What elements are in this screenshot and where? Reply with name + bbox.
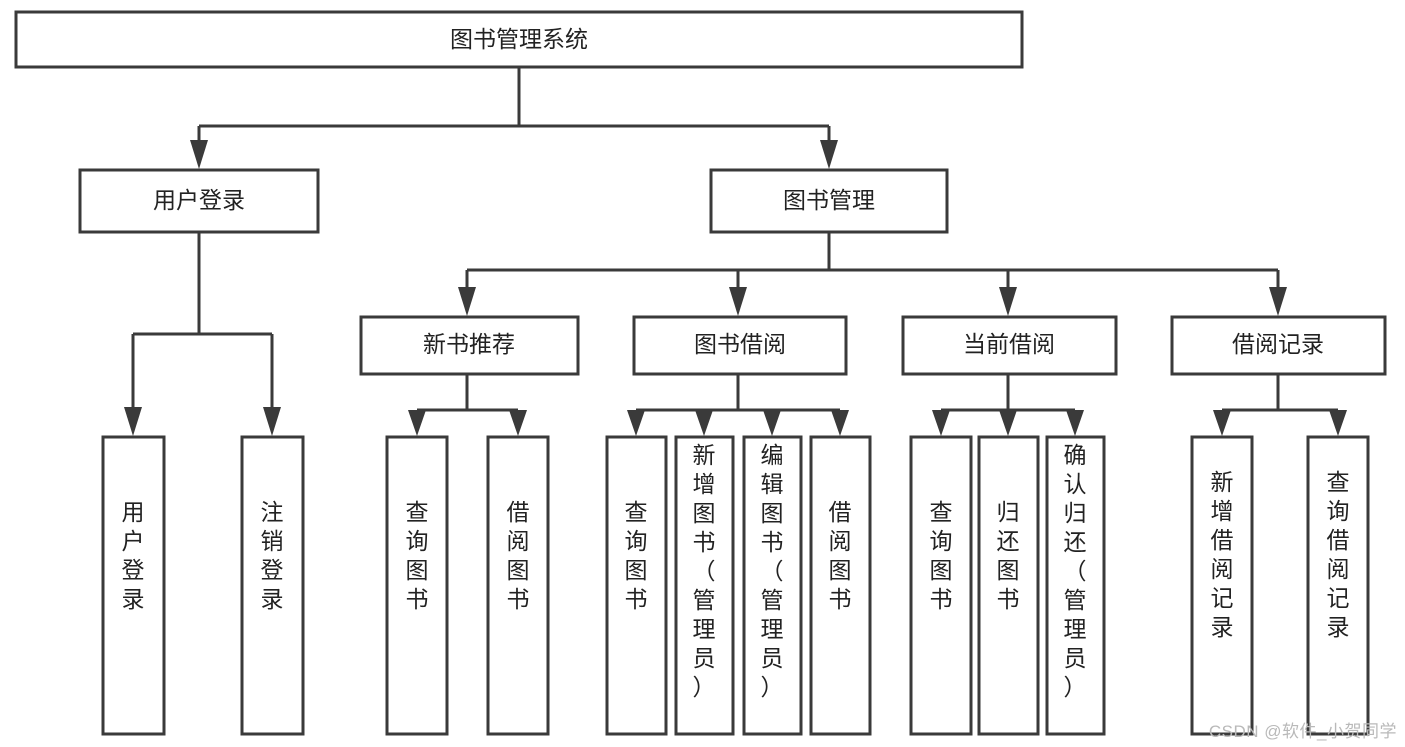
node-book-borrow[interactable]: 图书借阅	[632, 315, 848, 376]
node-leaf-query-book-2-label: 查询图书	[625, 499, 648, 612]
node-user-login-box[interactable]	[78, 168, 320, 234]
node-leaf-query-book-1-box[interactable]	[385, 435, 449, 736]
node-leaf-return-book-box[interactable]	[977, 435, 1040, 736]
arrow-head-new-book-rec	[458, 287, 476, 316]
node-borrow-record-label: 借阅记录	[1232, 331, 1324, 357]
arrow-head-leaf-borrow-book-2	[831, 410, 849, 436]
node-leaf-logout[interactable]: 注销登录	[240, 435, 305, 736]
node-leaf-query-book-3-label: 查询图书	[930, 499, 953, 612]
node-leaf-logout-box[interactable]	[240, 435, 305, 736]
connector-group-user-login	[124, 232, 281, 436]
node-leaf-query-book-3-box[interactable]	[909, 435, 973, 736]
node-leaf-add-record[interactable]: 新增借阅记录	[1190, 435, 1254, 736]
arrow-head-leaf-borrow-book-1	[509, 410, 527, 436]
arrow-head-leaf-query-book-3	[932, 410, 950, 436]
csdn-watermark: CSDN @软件_小贺同学	[1208, 722, 1397, 741]
node-new-book-rec-box[interactable]	[359, 315, 580, 376]
node-leaf-return-book[interactable]: 归还图书	[977, 435, 1040, 736]
node-leaf-query-record-box[interactable]	[1306, 435, 1370, 736]
node-leaf-borrow-book-1-label: 借阅图书	[507, 499, 530, 612]
node-leaf-add-record-label: 新增借阅记录	[1211, 469, 1234, 640]
node-leaf-borrow-book-2[interactable]: 借阅图书	[809, 435, 872, 736]
node-leaf-query-book-3[interactable]: 查询图书	[909, 435, 973, 736]
node-user-login-label: 用户登录	[153, 187, 245, 213]
node-leaf-borrow-book-1-box[interactable]	[486, 435, 550, 736]
node-leaf-borrow-book-2-box[interactable]	[809, 435, 872, 736]
node-leaf-query-record-label: 查询借阅记录	[1327, 469, 1350, 640]
node-leaf-confirm-return-label: 确认归还（管理员）	[1064, 442, 1087, 700]
arrow-head-borrow-record	[1269, 287, 1287, 316]
node-root[interactable]: 图书管理系统	[14, 10, 1024, 69]
node-user-login[interactable]: 用户登录	[78, 168, 320, 234]
node-leaf-edit-book-label: 编辑图书（管理员）	[761, 442, 784, 700]
node-current-borrow[interactable]: 当前借阅	[901, 315, 1118, 376]
arrow-head-leaf-logout	[263, 407, 281, 436]
node-leaf-return-book-label: 归还图书	[997, 499, 1020, 612]
node-book-manage-label: 图书管理	[783, 187, 875, 213]
node-current-borrow-box[interactable]	[901, 315, 1118, 376]
node-leaf-borrow-book-2-label: 借阅图书	[829, 499, 852, 612]
node-leaf-edit-book-box[interactable]	[742, 435, 803, 736]
connector-group-new-book-rec	[408, 374, 527, 436]
connector-group-current-borrow	[932, 374, 1084, 436]
connector-group-borrow-record	[1213, 374, 1347, 436]
node-leaf-query-book-2-box[interactable]	[605, 435, 668, 736]
node-book-manage[interactable]: 图书管理	[709, 168, 949, 234]
connector-group-book-borrow	[627, 374, 849, 436]
arrow-head-leaf-query-book-1	[408, 410, 426, 436]
node-leaf-query-book-1[interactable]: 查询图书	[385, 435, 449, 736]
node-borrow-record[interactable]: 借阅记录	[1170, 315, 1387, 376]
arrow-head-current-borrow	[999, 287, 1017, 316]
node-leaf-query-record[interactable]: 查询借阅记录	[1306, 435, 1370, 736]
node-current-borrow-label: 当前借阅	[963, 331, 1055, 357]
node-leaf-query-book-1-label: 查询图书	[406, 499, 429, 612]
arrow-head-leaf-query-record	[1329, 410, 1347, 436]
node-root-label: 图书管理系统	[450, 26, 588, 52]
node-leaf-edit-book[interactable]: 编辑图书（管理员）	[742, 435, 803, 736]
connector-group-book-manage	[458, 232, 1287, 316]
node-leaf-add-book[interactable]: 新增图书（管理员）	[674, 435, 735, 736]
node-leaf-borrow-book-1[interactable]: 借阅图书	[486, 435, 550, 736]
node-new-book-rec[interactable]: 新书推荐	[359, 315, 580, 376]
node-leaf-confirm-return[interactable]: 确认归还（管理员）	[1045, 435, 1106, 736]
node-borrow-record-box[interactable]	[1170, 315, 1387, 376]
node-leaf-add-book-label: 新增图书（管理员）	[693, 442, 716, 700]
arrow-head-leaf-confirm-return	[1066, 410, 1084, 436]
arrow-head-leaf-user-login	[124, 407, 142, 436]
arrow-head-leaf-add-book	[695, 410, 713, 436]
arrow-head-leaf-query-book-2	[627, 410, 645, 436]
node-leaf-add-record-box[interactable]	[1190, 435, 1254, 736]
arrow-head-leaf-edit-book	[763, 410, 781, 436]
arrow-head-leaf-add-record	[1213, 410, 1231, 436]
connector-group-root	[190, 67, 838, 169]
arrow-head-book-manage	[820, 140, 838, 169]
arrow-head-leaf-return-book	[999, 410, 1017, 436]
node-leaf-add-book-box[interactable]	[674, 435, 735, 736]
arrow-head-user-login	[190, 140, 208, 169]
node-leaf-user-login[interactable]: 用户登录	[101, 435, 166, 736]
node-book-borrow-box[interactable]	[632, 315, 848, 376]
node-leaf-logout-label: 注销登录	[261, 499, 284, 612]
node-leaf-user-login-label: 用户登录	[122, 499, 145, 612]
node-book-borrow-label: 图书借阅	[694, 331, 786, 357]
node-root-box[interactable]	[14, 10, 1024, 69]
node-leaf-confirm-return-box[interactable]	[1045, 435, 1106, 736]
node-new-book-rec-label: 新书推荐	[423, 331, 515, 357]
arrow-head-book-borrow	[729, 287, 747, 316]
node-leaf-user-login-box[interactable]	[101, 435, 166, 736]
node-leaf-query-book-2[interactable]: 查询图书	[605, 435, 668, 736]
node-book-manage-box[interactable]	[709, 168, 949, 234]
